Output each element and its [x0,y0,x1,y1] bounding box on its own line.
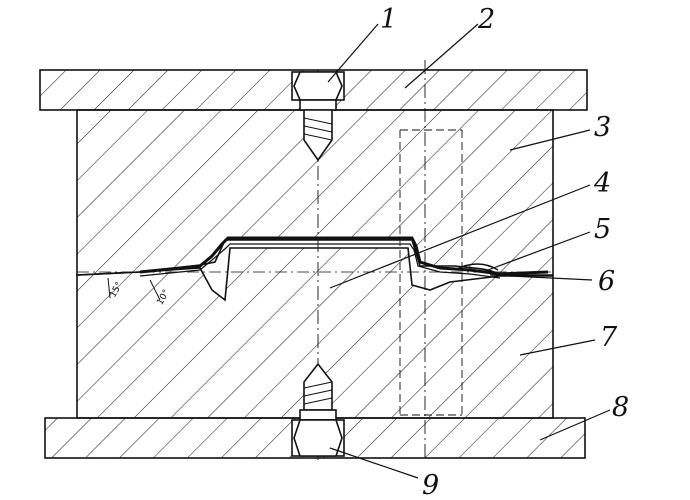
label-1: 1 [380,4,397,35]
label-3: 3 [594,112,611,143]
label-8: 8 [612,392,629,423]
guide-pin-hidden-lines [399,60,463,460]
label-6: 6 [598,266,615,297]
bottom-screw [291,362,345,457]
label-7: 7 [600,322,618,353]
leader-lines [327,23,611,479]
label-5: 5 [594,214,611,245]
label-2: 2 [477,4,495,35]
label-9: 9 [422,470,439,500]
relief-arc [454,263,499,271]
formed-workpiece [139,236,549,279]
lower-die-block [76,247,554,419]
label-4: 4 [593,168,611,199]
angle-callouts [107,277,161,301]
